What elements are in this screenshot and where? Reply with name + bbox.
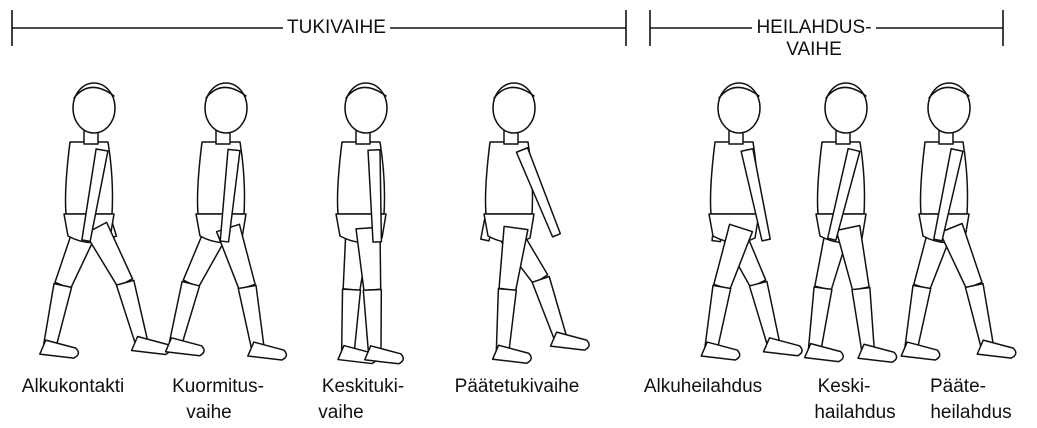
back-shin xyxy=(342,289,361,352)
caption-initial-contact: Alkukontakti xyxy=(8,374,138,400)
back-shin xyxy=(808,287,831,350)
front-shin xyxy=(705,285,731,349)
front-foot xyxy=(493,345,532,363)
front-foot xyxy=(701,342,740,360)
back-shin xyxy=(44,284,72,348)
caption-line: Kuormitus- xyxy=(158,374,278,400)
back-shin xyxy=(169,282,199,346)
head xyxy=(928,83,970,133)
caption-terminal-stance: Päätetukivaihe xyxy=(437,374,597,400)
back-foot xyxy=(901,342,940,360)
front-thigh xyxy=(940,224,982,289)
walking-figure xyxy=(166,83,287,360)
walking-figure xyxy=(336,83,403,364)
front-foot xyxy=(858,344,897,362)
head xyxy=(493,83,535,133)
back-shin xyxy=(532,277,566,341)
swing-phase-label: HEILAHDUS- VAIHE xyxy=(735,17,893,61)
caption-loading-response: Kuormitus- vaihe xyxy=(158,374,278,426)
back-foot xyxy=(805,344,844,362)
front-foot xyxy=(365,346,404,364)
front-shin xyxy=(116,280,147,344)
caption-line: Alkukontakti xyxy=(8,374,138,400)
head xyxy=(205,83,247,133)
head xyxy=(73,83,115,133)
back-foot xyxy=(166,338,205,356)
back-foot xyxy=(763,338,802,356)
caption-line: heilahdus xyxy=(916,400,1026,426)
back-shin xyxy=(749,282,779,346)
caption-line: Päätetukivaihe xyxy=(437,374,597,400)
front-shin xyxy=(852,288,874,351)
walking-figure xyxy=(701,83,802,360)
caption-line: Pääte- xyxy=(890,374,1026,400)
front-shin xyxy=(238,285,264,349)
caption-line: vaihe xyxy=(264,400,418,426)
swing-phase-label-line2: VAIHE xyxy=(782,39,846,60)
stance-phase-label: TUKIVAIHE xyxy=(283,17,390,39)
caption-line: Alkuheilahdus xyxy=(628,374,778,400)
walking-figure xyxy=(805,83,897,362)
front-foot xyxy=(977,340,1016,358)
front-shin xyxy=(965,284,993,348)
front-shin xyxy=(496,289,516,352)
swing-phase-label-line1: HEILAHDUS- xyxy=(752,17,875,38)
caption-line: vaihe xyxy=(140,400,278,426)
caption-line: Keskituki- xyxy=(308,374,418,400)
head xyxy=(718,83,760,133)
caption-initial-swing: Alkuheilahdus xyxy=(628,374,778,400)
walking-figure xyxy=(481,83,589,363)
back-foot xyxy=(551,332,590,350)
walking-figure xyxy=(901,83,1016,360)
walking-figure xyxy=(40,83,170,358)
head xyxy=(825,83,867,133)
back-foot xyxy=(40,340,79,358)
front-foot xyxy=(132,337,171,355)
front-shin xyxy=(363,290,381,353)
caption-terminal-swing: Pääte- heilahdus xyxy=(916,374,1026,426)
caption-line: hailahdus xyxy=(800,400,910,426)
caption-mid-stance: Keskituki- vaihe xyxy=(308,374,418,426)
front-foot xyxy=(248,342,287,360)
back-shin xyxy=(905,285,931,349)
head xyxy=(345,83,387,133)
